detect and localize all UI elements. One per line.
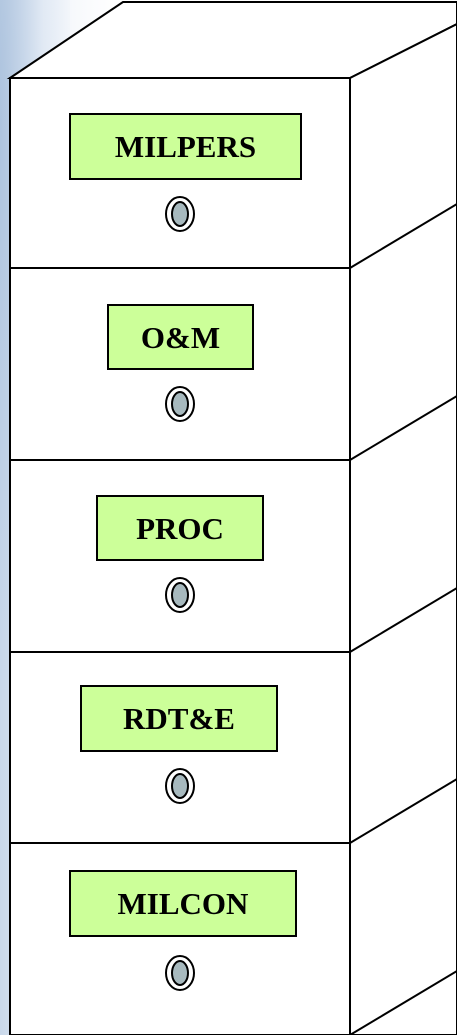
side-divider xyxy=(349,970,457,1035)
side-divider xyxy=(349,203,457,269)
drawer-label-milcon: MILCON xyxy=(69,870,297,937)
drawer-label-rdte: RDT&E xyxy=(80,685,278,752)
drawer-label-proc: PROC xyxy=(96,495,264,561)
side-divider xyxy=(349,778,457,844)
drawer-label-milpers: MILPERS xyxy=(69,113,302,180)
drawer-knob xyxy=(165,386,195,422)
drawer-knob xyxy=(165,768,195,804)
drawer-knob xyxy=(165,577,195,613)
side-divider xyxy=(349,395,457,461)
drawer-label-om: O&M xyxy=(107,304,254,370)
drawer-knob xyxy=(165,955,195,991)
side-divider xyxy=(349,587,457,653)
drawer-knob xyxy=(165,196,195,232)
cabinet-side xyxy=(349,22,457,1035)
